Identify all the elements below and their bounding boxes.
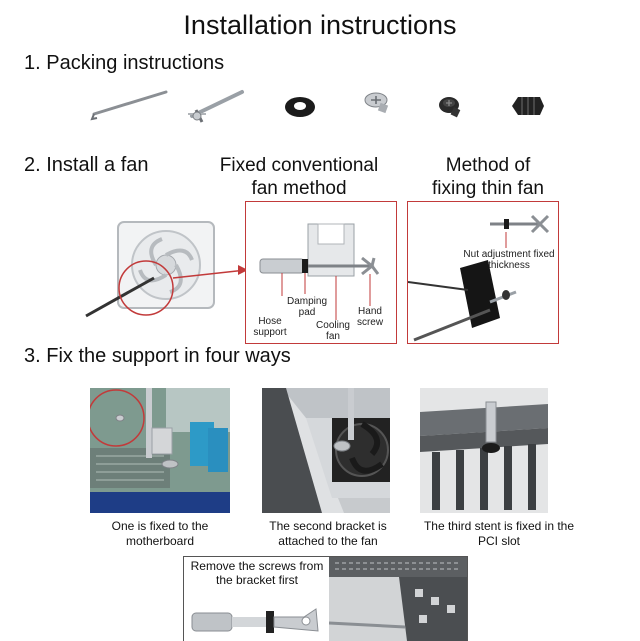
caption-remove-screws: Remove the screws from the bracket first <box>190 559 324 587</box>
long-screw-icon <box>188 90 244 123</box>
rubber-ring-icon <box>285 97 315 117</box>
case-rear-panel-icon <box>329 557 467 641</box>
pci-slot-photo <box>420 388 548 513</box>
page-title: Installation instructions <box>183 10 457 40</box>
fan-bracket-photo <box>262 388 390 513</box>
thin-title-line2: fixing thin fan <box>432 178 544 199</box>
conventional-method-title: Fixed conventional fan method <box>206 154 392 200</box>
label-hand-screw: Hand screw <box>356 306 384 328</box>
case-fan-bracket-icon <box>262 388 390 513</box>
packing-item-pan-screw <box>362 90 392 118</box>
thin-fan-mount-icon <box>408 214 550 342</box>
packing-item-rod <box>88 86 170 122</box>
thin-method-title: Method of fixing thin fan <box>414 154 562 200</box>
pan-head-screw-icon <box>364 92 389 114</box>
bracket-screw-icon <box>191 608 319 633</box>
motherboard-icon <box>90 388 230 513</box>
packing-item-washer-screw <box>436 92 464 120</box>
motherboard-photo <box>90 388 230 513</box>
section-3-heading: 3. Fix the support in four ways <box>24 345 291 367</box>
label-cooling-fan: Cooling fan <box>316 320 350 342</box>
label-nut-adjustment: Nut adjustment fixed thickness <box>463 249 555 271</box>
thin-title-line1: Method of <box>445 155 531 176</box>
packing-item-long-screw <box>182 84 246 126</box>
fan-overview-illustration <box>80 208 250 328</box>
section-1-heading: 1. Packing instructions <box>24 52 225 74</box>
conventional-title-line1: Fixed conventional <box>219 155 379 176</box>
fan-icon <box>85 221 248 318</box>
rubber-rivet-icon <box>512 97 544 115</box>
pci-slot-bracket-icon <box>420 388 548 513</box>
conventional-method-diagram: Damping pad Hose support Cooling fan Han… <box>245 201 397 344</box>
packing-item-ring <box>282 94 318 120</box>
label-hose-support: Hose support <box>253 316 287 338</box>
conventional-title-line2: fan method <box>251 178 347 199</box>
hose-rod-icon <box>90 90 168 121</box>
section-2-heading: 2. Install a fan <box>24 154 149 176</box>
thin-fan-method-diagram: Nut adjustment fixed thickness <box>407 201 559 344</box>
caption-pci-slot: The third stent is fixed in the PCI slot <box>423 519 575 548</box>
washer-screw-icon <box>439 97 461 118</box>
remove-screws-panel: Remove the screws from the bracket first <box>183 556 331 641</box>
packing-item-rivet <box>508 92 548 120</box>
label-damping-pad: Damping pad <box>286 296 328 318</box>
case-rear-panel-photo <box>329 556 468 641</box>
caption-fan-bracket: The second bracket is attached to the fa… <box>269 519 387 548</box>
caption-motherboard: One is fixed to the motherboard <box>111 519 209 548</box>
conventional-fan-mount-icon <box>259 223 380 320</box>
